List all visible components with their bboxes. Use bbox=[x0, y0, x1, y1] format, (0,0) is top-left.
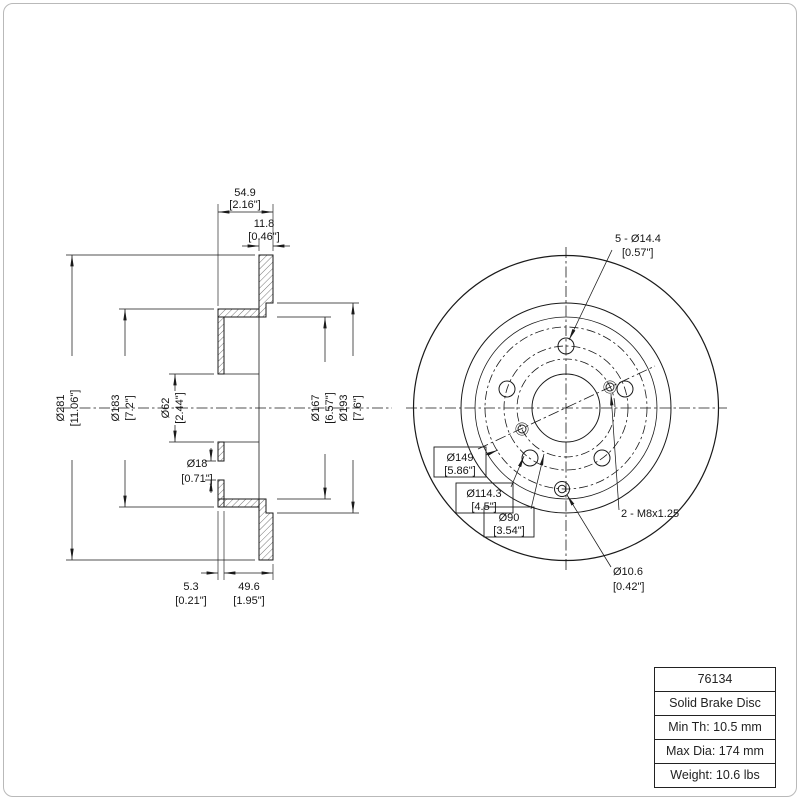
label-90: Ø90 bbox=[499, 512, 520, 524]
label-hole-in: [0.71"] bbox=[181, 473, 212, 485]
screw-hole-inner bbox=[557, 484, 567, 494]
outer-diameter-circle bbox=[412, 254, 720, 562]
label-lug-in: [0.57"] bbox=[622, 247, 653, 259]
screw-hole bbox=[554, 481, 570, 497]
label-width-in: [2.16"] bbox=[229, 199, 260, 211]
leader-lines bbox=[485, 249, 620, 568]
label-lug: 5 - Ø14.4 bbox=[615, 233, 661, 245]
friction-band-inner-circle bbox=[460, 302, 672, 514]
lug-holes bbox=[498, 337, 634, 467]
leader-90 bbox=[530, 453, 545, 510]
front-view: 5 - Ø14.4 [0.57"] 2 - M8x1.25 Ø10.6 [0.4… bbox=[406, 233, 727, 593]
leader-149 bbox=[485, 449, 499, 456]
lug-hole bbox=[557, 337, 575, 355]
leader-screw bbox=[566, 494, 612, 568]
box-90 bbox=[483, 506, 535, 538]
hat-wall-top bbox=[217, 308, 260, 318]
leader-lug bbox=[568, 249, 613, 341]
label-outer-mm: Ø281 bbox=[55, 395, 67, 422]
thread-hole bbox=[517, 424, 527, 434]
hat-wall-bottom bbox=[217, 498, 260, 508]
lug-hole bbox=[593, 449, 611, 467]
label-inner1-mm: Ø167 bbox=[310, 395, 322, 422]
label-149: Ø149 bbox=[447, 452, 474, 464]
label-depth-in: [1.95"] bbox=[233, 595, 264, 607]
label-thick-in: [0.46"] bbox=[248, 231, 279, 243]
box-149 bbox=[433, 446, 487, 478]
boxed-labels bbox=[433, 446, 535, 538]
label-thick-mm: 11.8 bbox=[254, 218, 275, 230]
center-bore-circle bbox=[531, 373, 601, 443]
label-inner2-mm: Ø193 bbox=[338, 395, 350, 422]
left-view-labels: 54.9 [2.16"] 11.8 [0.46"] Ø281 [11.06"] … bbox=[55, 187, 364, 607]
section-material bbox=[217, 254, 274, 561]
label-screw-in: [0.42"] bbox=[613, 581, 644, 593]
label-149-in: [5.86"] bbox=[444, 465, 475, 477]
weight: Weight: 10.6 lbs bbox=[655, 763, 775, 787]
front-view-labels: 5 - Ø14.4 [0.57"] 2 - M8x1.25 Ø10.6 [0.4… bbox=[444, 233, 679, 593]
label-inner2-in: [7.6"] bbox=[352, 395, 364, 420]
label-hat-mm: Ø183 bbox=[110, 395, 122, 422]
front-diagonal-centerline bbox=[477, 365, 656, 450]
leader-114 bbox=[510, 455, 525, 488]
thread-hole-thread bbox=[603, 380, 617, 394]
label-outer-in: [11.06"] bbox=[69, 390, 81, 427]
title-block: 76134 Solid Brake Disc Min Th: 10.5 mm M… bbox=[654, 667, 776, 788]
friction-ring-top bbox=[258, 254, 274, 318]
background-edges bbox=[224, 317, 260, 499]
label-inner1-in: [6.57"] bbox=[324, 392, 336, 423]
label-flange-mm: 5.3 bbox=[183, 581, 198, 593]
friction-ring-bottom bbox=[258, 498, 274, 561]
label-flange-in: [0.21"] bbox=[175, 595, 206, 607]
min-thickness: Min Th: 10.5 mm bbox=[655, 715, 775, 739]
front-centerlines bbox=[406, 247, 727, 571]
label-hat-in: [7.2"] bbox=[124, 395, 136, 420]
mounting-plate-bottom-a bbox=[217, 441, 225, 462]
lug-hole bbox=[616, 380, 634, 398]
label-bore-in: [2.44"] bbox=[174, 392, 186, 423]
label-114: Ø114.3 bbox=[466, 488, 501, 500]
thread-hole bbox=[605, 382, 615, 392]
label-thread: 2 - M8x1.25 bbox=[621, 508, 679, 520]
box-114 bbox=[455, 482, 514, 514]
screw-hole-outer bbox=[554, 481, 570, 497]
mounting-plate-top bbox=[217, 316, 225, 375]
label-screw: Ø10.6 bbox=[613, 566, 643, 578]
thread-hole-thread bbox=[515, 422, 529, 436]
part-number: 76134 bbox=[697, 672, 733, 686]
lug-hole bbox=[498, 380, 516, 398]
circle-90 bbox=[516, 358, 616, 458]
label-bore-mm: Ø62 bbox=[160, 398, 172, 419]
label-depth-mm: 49.6 bbox=[238, 581, 259, 593]
extension-lines bbox=[66, 204, 359, 580]
max-diameter: Max Dia: 174 mm bbox=[655, 739, 775, 763]
hat-edge-circle bbox=[474, 316, 658, 500]
product-type: Solid Brake Disc bbox=[655, 691, 775, 715]
label-width-mm: 54.9 bbox=[234, 187, 255, 199]
circle-114-bolt bbox=[503, 345, 629, 471]
label-hole-mm: Ø18 bbox=[187, 458, 208, 470]
label-114-in: [4.5"] bbox=[471, 501, 496, 513]
dimension-lines bbox=[70, 210, 355, 575]
thread-holes bbox=[515, 380, 617, 436]
label-90-in: [3.54"] bbox=[493, 525, 524, 537]
cross-section-view: 54.9 [2.16"] 11.8 [0.46"] Ø281 [11.06"] … bbox=[55, 187, 392, 607]
leader-thread bbox=[610, 393, 620, 511]
